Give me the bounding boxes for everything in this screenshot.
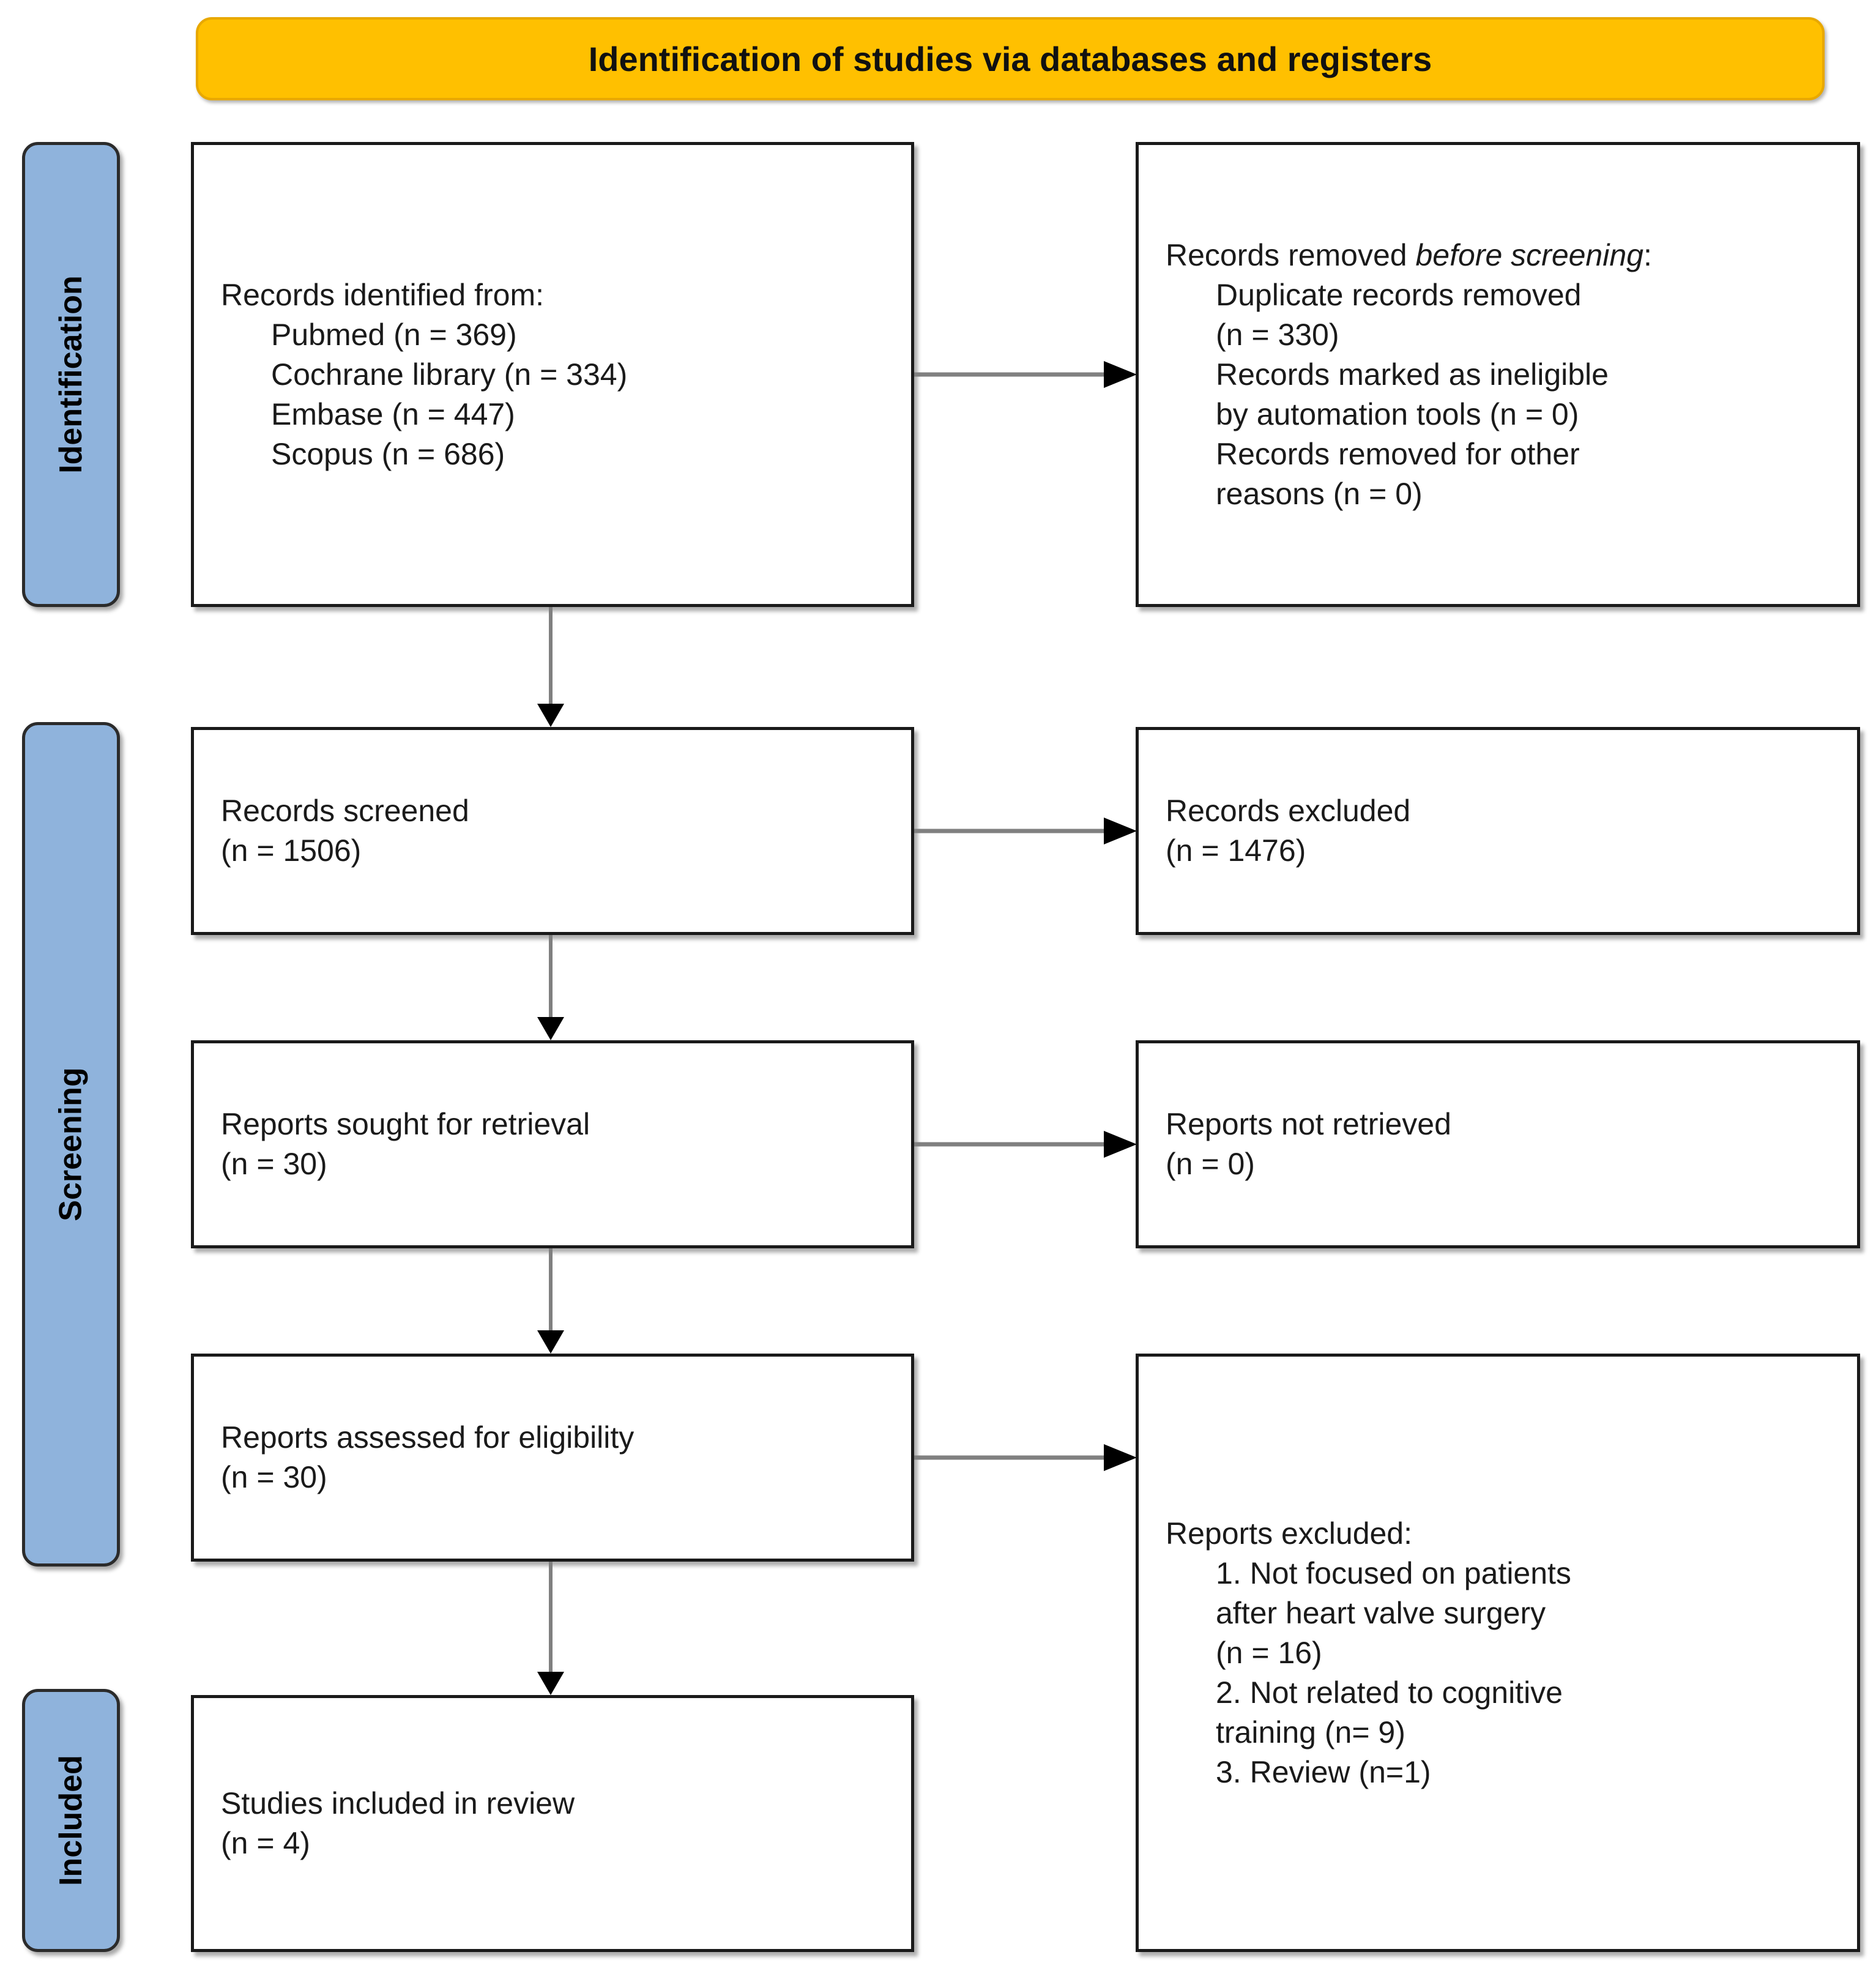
node-item-embase: Embase (n = 447) (271, 397, 515, 431)
node-item-reason-2-count: training (n= 9) (1216, 1715, 1405, 1749)
node-title: Records excluded (1166, 794, 1411, 828)
node-item-reason-2: 2. Not related to cognitive (1216, 1675, 1563, 1710)
connector-sought-to-not-retrieved (914, 1126, 1141, 1163)
node-title-emphasis: before screening (1415, 237, 1643, 272)
stage-tab-label-included: Included (53, 1755, 89, 1886)
node-count: (n = 30) (221, 1147, 327, 1181)
node-item-reason-3: 3. Review (n=1) (1216, 1754, 1431, 1789)
stage-tab-included: Included (22, 1689, 120, 1952)
connector-screened-to-sought (532, 935, 569, 1043)
node-title: Reports sought for retrieval (221, 1107, 590, 1141)
page-title: Identification of studies via databases … (588, 39, 1432, 78)
node-studies-included-in-review: Studies included in review (n = 4) (191, 1695, 914, 1952)
node-item-pubmed: Pubmed (n = 369) (271, 317, 517, 352)
connector-assessed-to-included (532, 1562, 569, 1697)
node-title-tail: : (1643, 237, 1652, 272)
node-item-reason-1: 1. Not focused on patients (1216, 1556, 1571, 1590)
connector-identified-to-screened (532, 607, 569, 729)
node-item-ineligible: Records marked as ineligible (1216, 357, 1609, 392)
node-reports-assessed-for-eligibility: Reports assessed for eligibility (n = 30… (191, 1354, 914, 1562)
node-count: (n = 1506) (221, 833, 362, 868)
connector-assessed-to-reports-excluded (914, 1439, 1141, 1476)
node-count: (n = 30) (221, 1460, 327, 1494)
node-item-reason-1-cont: after heart valve surgery (1216, 1595, 1546, 1630)
node-item-other-count: reasons (n = 0) (1216, 476, 1423, 511)
node-title-lead: Records removed (1166, 237, 1416, 272)
node-item-cochrane: Cochrane library (n = 334) (271, 357, 628, 392)
node-item-scopus: Scopus (n = 686) (271, 436, 505, 471)
stage-tab-label-screening: Screening (53, 1067, 89, 1221)
node-title: Reports excluded: (1166, 1516, 1413, 1551)
stage-tab-identification: Identification (22, 142, 120, 607)
node-count: (n = 4) (221, 1826, 310, 1860)
node-item-other: Records removed for other (1216, 436, 1580, 471)
node-reports-not-retrieved: Reports not retrieved (n = 0) (1136, 1040, 1860, 1248)
node-records-excluded: Records excluded (n = 1476) (1136, 727, 1860, 935)
connector-screened-to-records-excluded (914, 813, 1141, 849)
node-records-screened: Records screened (n = 1506) (191, 727, 914, 935)
node-title: Records identified from: (221, 277, 545, 312)
node-title: Records removed before screening: (1166, 236, 1830, 275)
node-title: Studies included in review (221, 1786, 575, 1820)
node-count: (n = 0) (1166, 1147, 1255, 1181)
node-reports-sought-for-retrieval: Reports sought for retrieval (n = 30) (191, 1040, 914, 1248)
node-item-reason-1-count: (n = 16) (1216, 1635, 1322, 1670)
node-item-duplicates-count: (n = 330) (1216, 317, 1339, 352)
node-title: Reports assessed for eligibility (221, 1420, 635, 1455)
connector-identified-to-removed (914, 356, 1141, 393)
node-records-identified: Records identified from: Pubmed (n = 369… (191, 142, 914, 607)
node-item-ineligible-count: by automation tools (n = 0) (1216, 397, 1579, 431)
connector-sought-to-assessed (532, 1248, 569, 1356)
stage-tab-label-identification: Identification (53, 275, 89, 474)
node-records-removed-before-screening: Records removed before screening: Duplic… (1136, 142, 1860, 607)
header-banner: Identification of studies via databases … (196, 17, 1825, 100)
node-title: Records screened (221, 794, 469, 828)
node-count: (n = 1476) (1166, 833, 1306, 868)
node-reports-excluded: Reports excluded: 1. Not focused on pati… (1136, 1354, 1860, 1952)
node-title: Reports not retrieved (1166, 1107, 1451, 1141)
stage-tab-screening: Screening (22, 722, 120, 1567)
node-item-duplicates: Duplicate records removed (1216, 277, 1582, 312)
